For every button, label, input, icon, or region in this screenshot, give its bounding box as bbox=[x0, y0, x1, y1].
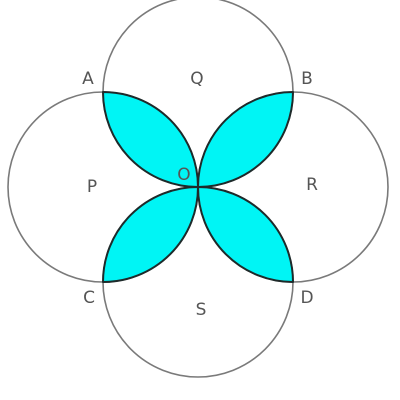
point-label-a: A bbox=[82, 69, 94, 89]
point-label-d: D bbox=[300, 288, 313, 308]
point-label-b: B bbox=[301, 69, 313, 89]
point-label-c: C bbox=[83, 288, 95, 308]
circle-label-p: P bbox=[87, 177, 97, 197]
point-label-o: O bbox=[177, 165, 190, 185]
circle-label-q: Q bbox=[190, 69, 203, 89]
petal-top-right bbox=[197, 91, 294, 188]
circle-label-r: R bbox=[306, 175, 318, 195]
circle-label-s: S bbox=[196, 300, 207, 320]
petal-bottom-left bbox=[102, 186, 199, 283]
petal-bottom-right bbox=[197, 186, 294, 283]
